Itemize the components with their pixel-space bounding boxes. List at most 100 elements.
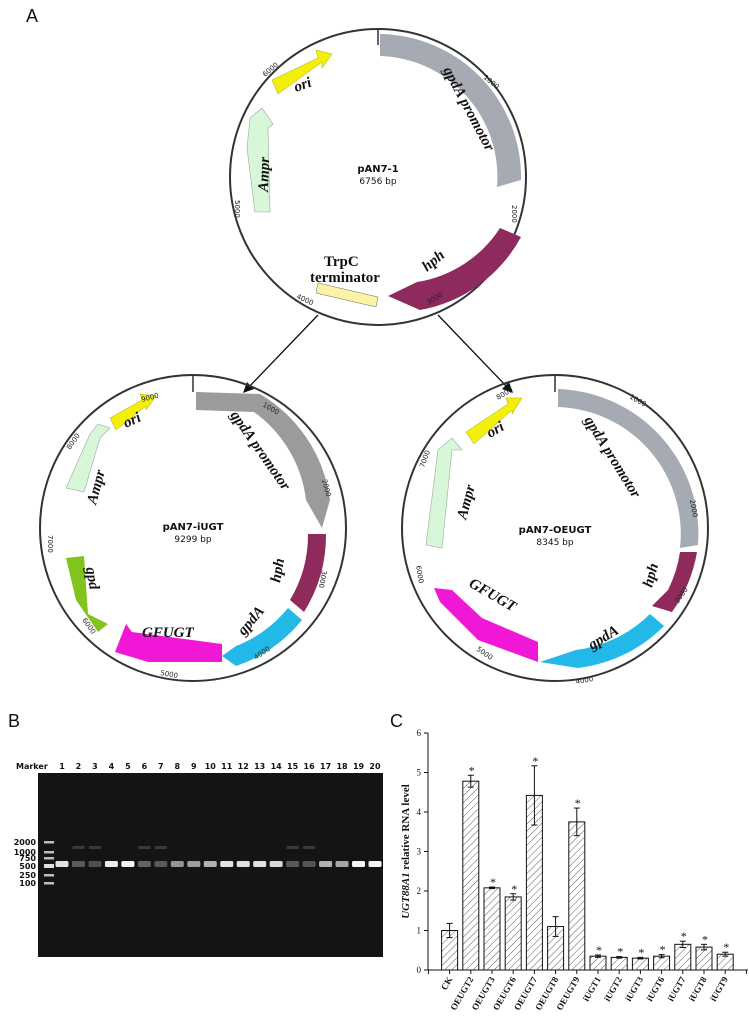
significance-star: *	[702, 932, 708, 946]
bar	[568, 821, 586, 971]
gel-lane-label: 4	[109, 762, 115, 771]
gel-band	[137, 861, 151, 867]
feature-label-gpd: gpd	[82, 565, 102, 591]
plasmid-size: 9299 bp	[174, 535, 211, 545]
gel-band	[170, 861, 184, 867]
feature-label-hph: hph	[268, 557, 288, 584]
gel-lane-label: 13	[254, 762, 265, 771]
significance-star: *	[511, 882, 517, 896]
feature-hph	[388, 228, 521, 310]
feature-gpda-promotor	[380, 34, 522, 187]
arrowhead-right	[502, 382, 513, 393]
gel-band	[88, 861, 102, 867]
gel-lane-label: 6	[142, 762, 148, 771]
bar	[610, 956, 628, 971]
plasmid-map-pan7-oeugt: gpdA promotor hph gpdA GFUGT Ampr ori pA…	[401, 374, 709, 686]
significance-star: *	[596, 943, 602, 957]
gel-lane-label: 7	[158, 762, 164, 771]
y-tick-label: 3	[417, 847, 422, 857]
feature-hph	[652, 552, 697, 612]
feature-gfugt	[115, 624, 222, 662]
plasmid-name: pAN7-OEUGT	[519, 525, 592, 536]
category-label: iUGT7	[666, 975, 688, 1003]
category-label: CK	[439, 975, 454, 992]
gel-faint-band	[88, 846, 101, 849]
gel-faint-band	[154, 846, 167, 849]
feature-ampr	[65, 423, 111, 493]
y-axis-label-text: relative RNA level	[400, 784, 412, 872]
gel-ladder-band	[44, 864, 54, 868]
gel-band	[352, 861, 366, 867]
gel-lane-label: 15	[287, 762, 299, 771]
significance-star: *	[575, 796, 581, 810]
tick-label: 2000	[510, 205, 518, 223]
gel-lane-label: 9	[191, 762, 197, 771]
gel-lane-label: 20	[369, 762, 381, 771]
tick-label: 3000	[317, 570, 328, 589]
bar	[504, 896, 522, 971]
gel-band	[187, 861, 201, 867]
gel-band	[154, 861, 168, 867]
gel-faint-band	[303, 846, 316, 849]
gel-lane-label: 3	[92, 762, 98, 771]
feature-gpd	[66, 556, 108, 632]
gel-ladder-label: 250	[19, 871, 36, 880]
gel-ladder-label: 2000	[14, 838, 37, 847]
panel-label-a: A	[26, 6, 38, 26]
feature-label-trpc: TrpC	[324, 254, 359, 270]
feature-label-ampr: Ampr	[256, 156, 273, 193]
bar	[483, 887, 501, 971]
gel-band	[253, 861, 267, 867]
feature-ori	[465, 397, 523, 445]
gel-lane-label: 17	[320, 762, 331, 771]
feature-hph	[290, 534, 327, 612]
gel-ladder-label: 500	[19, 862, 36, 871]
gel-ladder-band	[44, 851, 54, 854]
arrow-to-oeugt	[437, 314, 509, 389]
bar	[589, 955, 607, 971]
gel-band	[286, 861, 300, 867]
plasmid-map-pan7-iugt: gpdA promotor hph gpdA GFUGT gpd Ampr or…	[39, 374, 347, 682]
panel-label-c: C	[390, 711, 403, 731]
tick-label: 8000	[65, 432, 82, 451]
gel-band	[104, 861, 118, 867]
feature-ori	[271, 49, 333, 95]
significance-star: *	[469, 763, 475, 777]
gel-lane-label: 8	[175, 762, 181, 771]
bar	[674, 943, 692, 971]
feature-label-ori: ori	[292, 74, 315, 95]
feature-trpc-terminator	[315, 282, 379, 308]
y-axis-label-gene: UGT88A1	[400, 872, 412, 918]
category-label: iUGT9	[708, 975, 730, 1003]
y-tick-label: 0	[417, 965, 422, 975]
gel-band	[236, 861, 250, 867]
gel-bands	[44, 841, 382, 885]
category-label: iUGT2	[602, 975, 624, 1003]
feature-label-hph: hph	[640, 562, 662, 590]
plasmid-size: 8345 bp	[536, 538, 573, 548]
significance-star: *	[660, 943, 666, 957]
significance-star: *	[723, 940, 729, 954]
gel-band	[203, 861, 217, 867]
feature-ori	[109, 393, 157, 431]
gel-band	[71, 861, 85, 867]
y-tick-label: 6	[417, 728, 422, 738]
significance-star: *	[490, 875, 496, 889]
bar	[462, 780, 480, 971]
feature-gpda-promotor	[558, 389, 699, 548]
tick-label: 2000	[688, 499, 699, 518]
gel-lane-label: 18	[336, 762, 348, 771]
category-label: iUGT8	[687, 975, 709, 1003]
gel-lane-label: 16	[304, 762, 316, 771]
feature-ampr	[425, 437, 463, 549]
feature-label-ori: ori	[484, 418, 508, 441]
feature-label-gfugt: GFUGT	[142, 625, 195, 641]
y-tick-label: 4	[417, 807, 422, 817]
tick-label: 5000	[233, 200, 241, 218]
gel-band	[220, 861, 234, 867]
category-label: iUGT1	[581, 975, 603, 1003]
gel-faint-band	[286, 846, 299, 849]
category-label: iUGT3	[623, 975, 645, 1003]
